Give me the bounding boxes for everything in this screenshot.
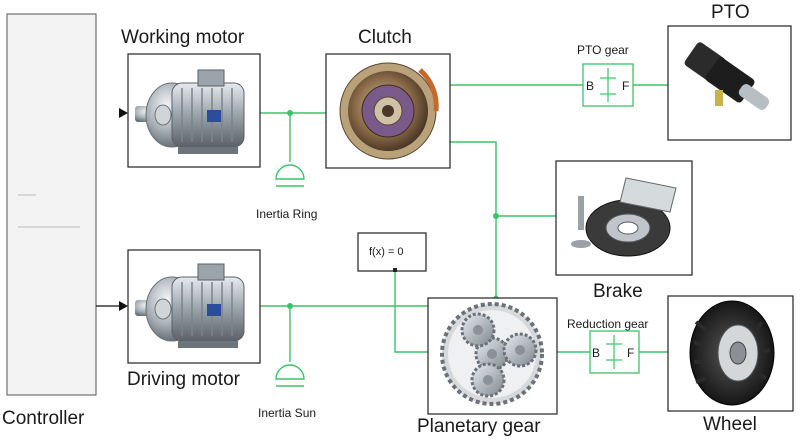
driving-motor-label: Driving motor	[127, 369, 240, 390]
inertia-ring-block[interactable]	[275, 164, 305, 187]
clutch-disc-icon	[339, 62, 439, 160]
wheel-block[interactable]	[667, 295, 794, 412]
inertia-ring-label: Inertia Ring	[256, 207, 318, 221]
inertia-sun-label: Inertia Sun	[258, 406, 317, 420]
inertia-icon	[275, 364, 305, 387]
clutch-block[interactable]	[325, 53, 451, 169]
planetary-gear-label: Planetary gear	[417, 416, 541, 437]
controller-signals	[96, 108, 128, 311]
reduction-gear-block[interactable]	[589, 330, 640, 374]
electric-motor-icon	[135, 69, 245, 154]
simple-gear-icon	[600, 68, 616, 102]
planetary-gear-icon	[440, 302, 544, 406]
solver-block[interactable]	[357, 232, 427, 272]
clutch-label: Clutch	[358, 27, 412, 48]
pto-shaft-icon	[684, 42, 770, 110]
working-motor-label: Working motor	[121, 27, 245, 48]
junction-dot	[493, 213, 499, 219]
tractor-wheel-icon	[689, 300, 775, 406]
electric-motor-icon	[135, 263, 245, 348]
brake-disc-icon	[571, 177, 677, 257]
pto-gear-label: PTO gear	[577, 43, 629, 57]
pto-gear-port-b: B	[586, 79, 595, 93]
inertia-sun-block[interactable]	[275, 364, 305, 387]
controller-block[interactable]	[6, 13, 97, 396]
reduction-gear-label: Reduction gear	[567, 317, 649, 331]
driving-motor-block[interactable]	[127, 249, 261, 364]
signal-arrow-icon	[119, 108, 128, 118]
signal-arrow-icon	[119, 301, 128, 311]
controller-label: Controller	[2, 408, 85, 429]
connection-solver	[394, 271, 428, 353]
pto-gear-block[interactable]	[582, 63, 634, 107]
wheel-label: Wheel	[703, 414, 757, 435]
reduction-gear-port-b: B	[592, 346, 601, 360]
connection-clutch-planetary	[450, 141, 497, 298]
working-motor-block[interactable]	[127, 53, 261, 168]
pto-label: PTO	[711, 2, 750, 23]
solver-label: f(x) = 0	[369, 246, 404, 258]
pto-gear-port-f: F	[622, 79, 630, 93]
junction-dot	[287, 110, 293, 116]
brake-label: Brake	[593, 281, 643, 302]
junction-dot	[287, 303, 293, 309]
pto-block[interactable]	[667, 25, 792, 141]
planetary-gear-block[interactable]	[427, 297, 558, 415]
brake-block[interactable]	[555, 160, 693, 276]
reduction-gear-port-f: F	[627, 346, 635, 360]
simple-gear-icon	[606, 335, 622, 369]
inertia-icon	[275, 164, 305, 187]
